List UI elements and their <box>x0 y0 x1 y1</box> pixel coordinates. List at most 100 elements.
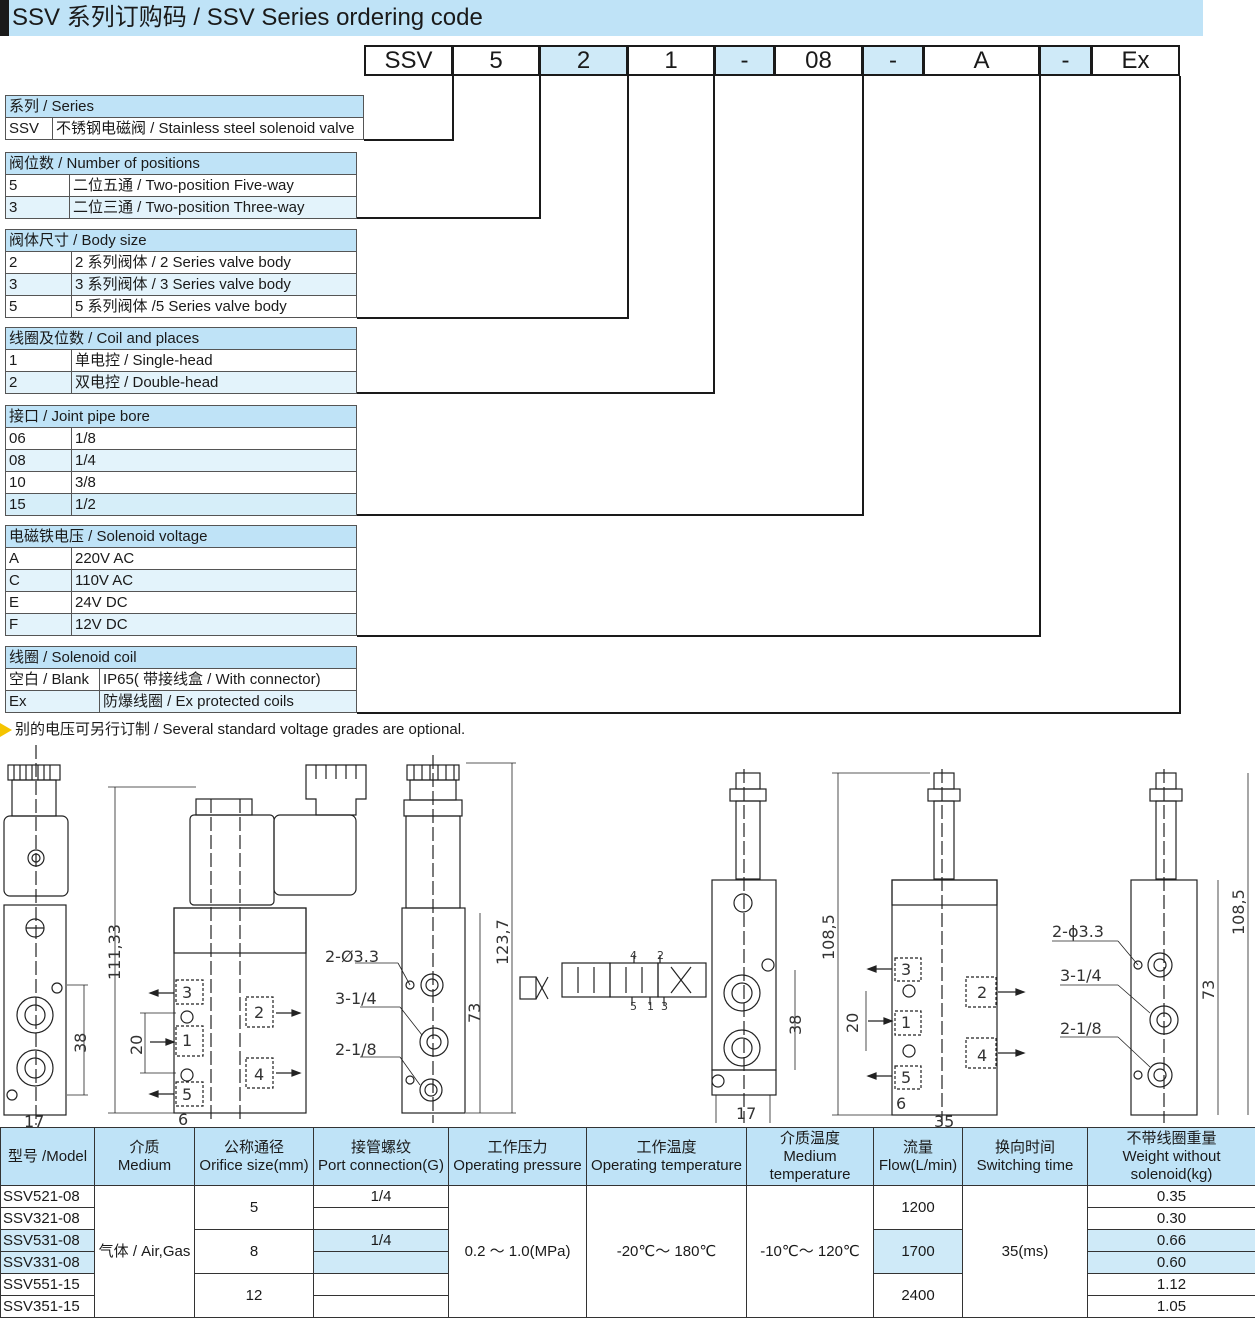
code-body-size: 2 <box>539 45 628 76</box>
pipe-bore-code: 08 <box>5 449 72 472</box>
port-label-2b: 2 <box>977 983 987 1002</box>
model-cell: SSV521-08 <box>0 1185 95 1208</box>
code-series: SSV <box>364 45 453 76</box>
voltage-desc: 24V DC <box>71 591 357 614</box>
voltage-desc: 110V AC <box>71 569 357 592</box>
connector-lines <box>357 76 1181 714</box>
title-accent <box>0 0 9 36</box>
code-dash-3: - <box>1039 45 1092 76</box>
port-cell: 1/4 <box>313 1185 449 1208</box>
series-header: 系列 / Series <box>5 95 364 118</box>
table-row: SSV331-08 0.60 <box>0 1251 1255 1274</box>
sym-label-5: 5 <box>630 1000 637 1013</box>
port-label-4b: 4 <box>977 1046 987 1065</box>
dim-108b: 108,5 <box>1229 889 1248 935</box>
sym-label-4: 4 <box>630 949 637 962</box>
orifice-cell: 5 <box>194 1185 314 1230</box>
dim-20b: 20 <box>843 1013 862 1033</box>
port-cell <box>313 1207 449 1230</box>
model-cell: SSV531-08 <box>0 1229 95 1252</box>
dim-108a: 108,5 <box>819 914 838 960</box>
hole-label-f: 2-1/8 <box>1060 1019 1102 1038</box>
dim-6a: 6 <box>178 1110 188 1127</box>
port-label-1b: 1 <box>901 1013 911 1032</box>
weight-cell: 0.66 <box>1087 1229 1255 1252</box>
dim-20a: 20 <box>127 1035 146 1055</box>
port-cell <box>313 1273 449 1296</box>
dim-6b: 6 <box>896 1094 906 1113</box>
single-head-front <box>832 769 1026 1123</box>
dim-17b: 17 <box>736 1104 756 1123</box>
port-label-3b: 3 <box>901 960 911 979</box>
voltage-code: F <box>5 613 72 636</box>
body-size-code: 2 <box>5 251 72 274</box>
voltage-header: 电磁铁电压 / Solenoid voltage <box>5 525 357 548</box>
model-cell: SSV351-15 <box>0 1295 95 1318</box>
hole-label-b: 3-1/4 <box>335 989 377 1008</box>
coil-places-code: 2 <box>5 371 72 394</box>
table-row: SSV321-08 0.30 <box>0 1207 1255 1230</box>
port-label-2a: 2 <box>254 1003 264 1022</box>
port-cell <box>313 1295 449 1318</box>
front-view-double <box>108 764 367 1123</box>
model-cell: SSV551-15 <box>0 1273 95 1296</box>
positions-code: 3 <box>5 196 70 219</box>
series-desc: 不锈钢电磁阀 / Stainless steel solenoid valve <box>52 117 364 140</box>
pipe-bore-header: 接口 / Joint pipe bore <box>5 405 357 428</box>
dim-73a: 73 <box>465 1003 484 1023</box>
dim-17a: 17 <box>24 1112 44 1127</box>
positions-code: 5 <box>5 174 70 197</box>
code-coil-type: Ex <box>1091 45 1180 76</box>
port-label-5a: 5 <box>182 1085 192 1104</box>
port-label-3a: 3 <box>182 983 192 1002</box>
weight-cell: 0.30 <box>1087 1207 1255 1230</box>
sym-label-2: 2 <box>657 949 664 962</box>
weight-cell: 0.35 <box>1087 1185 1255 1208</box>
side-view-left <box>3 745 88 1125</box>
series-code: SSV <box>5 117 53 140</box>
header-model: 型号 /Model <box>0 1127 95 1186</box>
body-size-desc: 5 系列阀体 /5 Series valve body <box>71 295 357 318</box>
voltage-code: A <box>5 547 72 570</box>
side-view-ports <box>355 755 516 1123</box>
flow-cell: 1200 <box>873 1185 963 1230</box>
pipe-bore-desc: 1/8 <box>71 427 357 450</box>
page-title: SSV 系列订购码 / SSV Series ordering code <box>12 4 483 31</box>
pipe-bore-code: 10 <box>5 471 72 494</box>
single-head-view <box>711 769 796 1123</box>
medium-cell: 气体 / Air,Gas <box>94 1185 195 1318</box>
orifice-cell: 12 <box>194 1273 314 1318</box>
positions-desc: 二位三通 / Two-position Three-way <box>69 196 357 219</box>
code-bore: 08 <box>774 45 863 76</box>
flow-cell: 1700 <box>873 1229 963 1274</box>
coil-places-code: 1 <box>5 349 72 372</box>
title-bar: SSV 系列订购码 / SSV Series ordering code <box>0 0 1203 36</box>
solenoid-coil-desc: IP65( 带接线盒 / With connector) <box>99 668 357 691</box>
port-label-4a: 4 <box>254 1065 264 1084</box>
solenoid-coil-desc: 防爆线圈 / Ex protected coils <box>99 690 357 713</box>
voltage-desc: 220V AC <box>71 547 357 570</box>
port-label-5b: 5 <box>901 1068 911 1087</box>
positions-desc: 二位五通 / Two-position Five-way <box>69 174 357 197</box>
pipe-bore-code: 06 <box>5 427 72 450</box>
table-row: SSV521-08 气体 / Air,Gas 5 1/4 0.2 ～ 1.0(M… <box>0 1185 1255 1318</box>
pipe-bore-desc: 3/8 <box>71 471 357 494</box>
pressure-cell: 0.2 ～ 1.0(MPa) <box>448 1185 587 1318</box>
port-cell <box>313 1251 449 1274</box>
dim-35: 35 <box>934 1112 954 1127</box>
hole-label-a: 2-Ø3.3 <box>325 947 379 966</box>
note: 别的电压可另行订制 / Several standard voltage gra… <box>0 718 465 739</box>
code-dash-2: - <box>862 45 924 76</box>
